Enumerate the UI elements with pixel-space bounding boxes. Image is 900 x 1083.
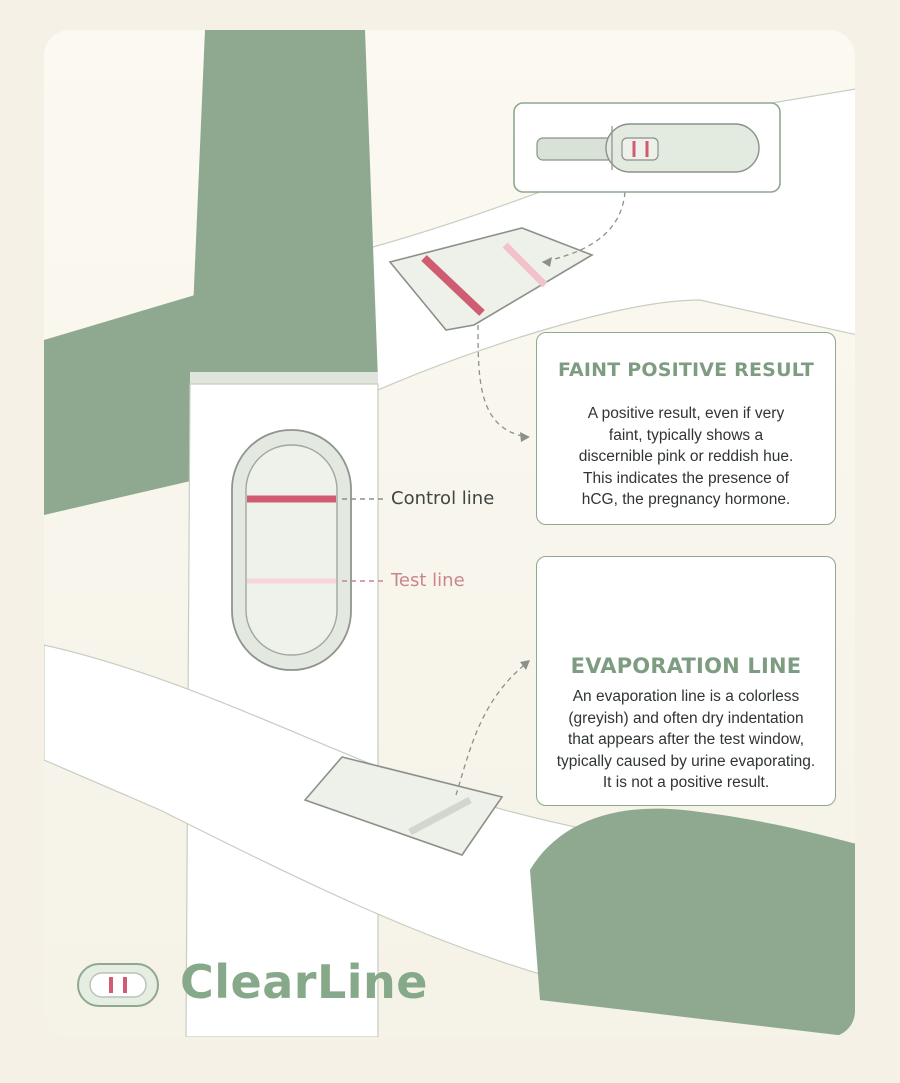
evaporation-line-box: EVAPORATION LINE An evaporation line is … <box>536 556 836 806</box>
top-control-line <box>421 255 485 316</box>
evaporation-line-title: EVAPORATION LINE <box>570 654 802 678</box>
faint-positive-box: FAINT POSITIVE RESULT A positive result,… <box>536 332 836 525</box>
faint-positive-thumbnail <box>513 102 781 193</box>
faint-positive-title: FAINT POSITIVE RESULT <box>557 359 815 381</box>
test-line-label: Test line <box>391 570 465 591</box>
evaporation-line-description: An evaporation line is a colorless (grey… <box>556 688 816 791</box>
top-test-line <box>502 242 548 288</box>
brand-name: ClearLine <box>180 955 428 1009</box>
test-window-logo-icon <box>77 963 159 1007</box>
faint-positive-description: A positive result, even if very faint, t… <box>578 405 794 508</box>
bottom-test-stick <box>44 644 855 1037</box>
evaporation-line-mark <box>408 796 472 836</box>
control-line-label: Control line <box>391 488 495 509</box>
